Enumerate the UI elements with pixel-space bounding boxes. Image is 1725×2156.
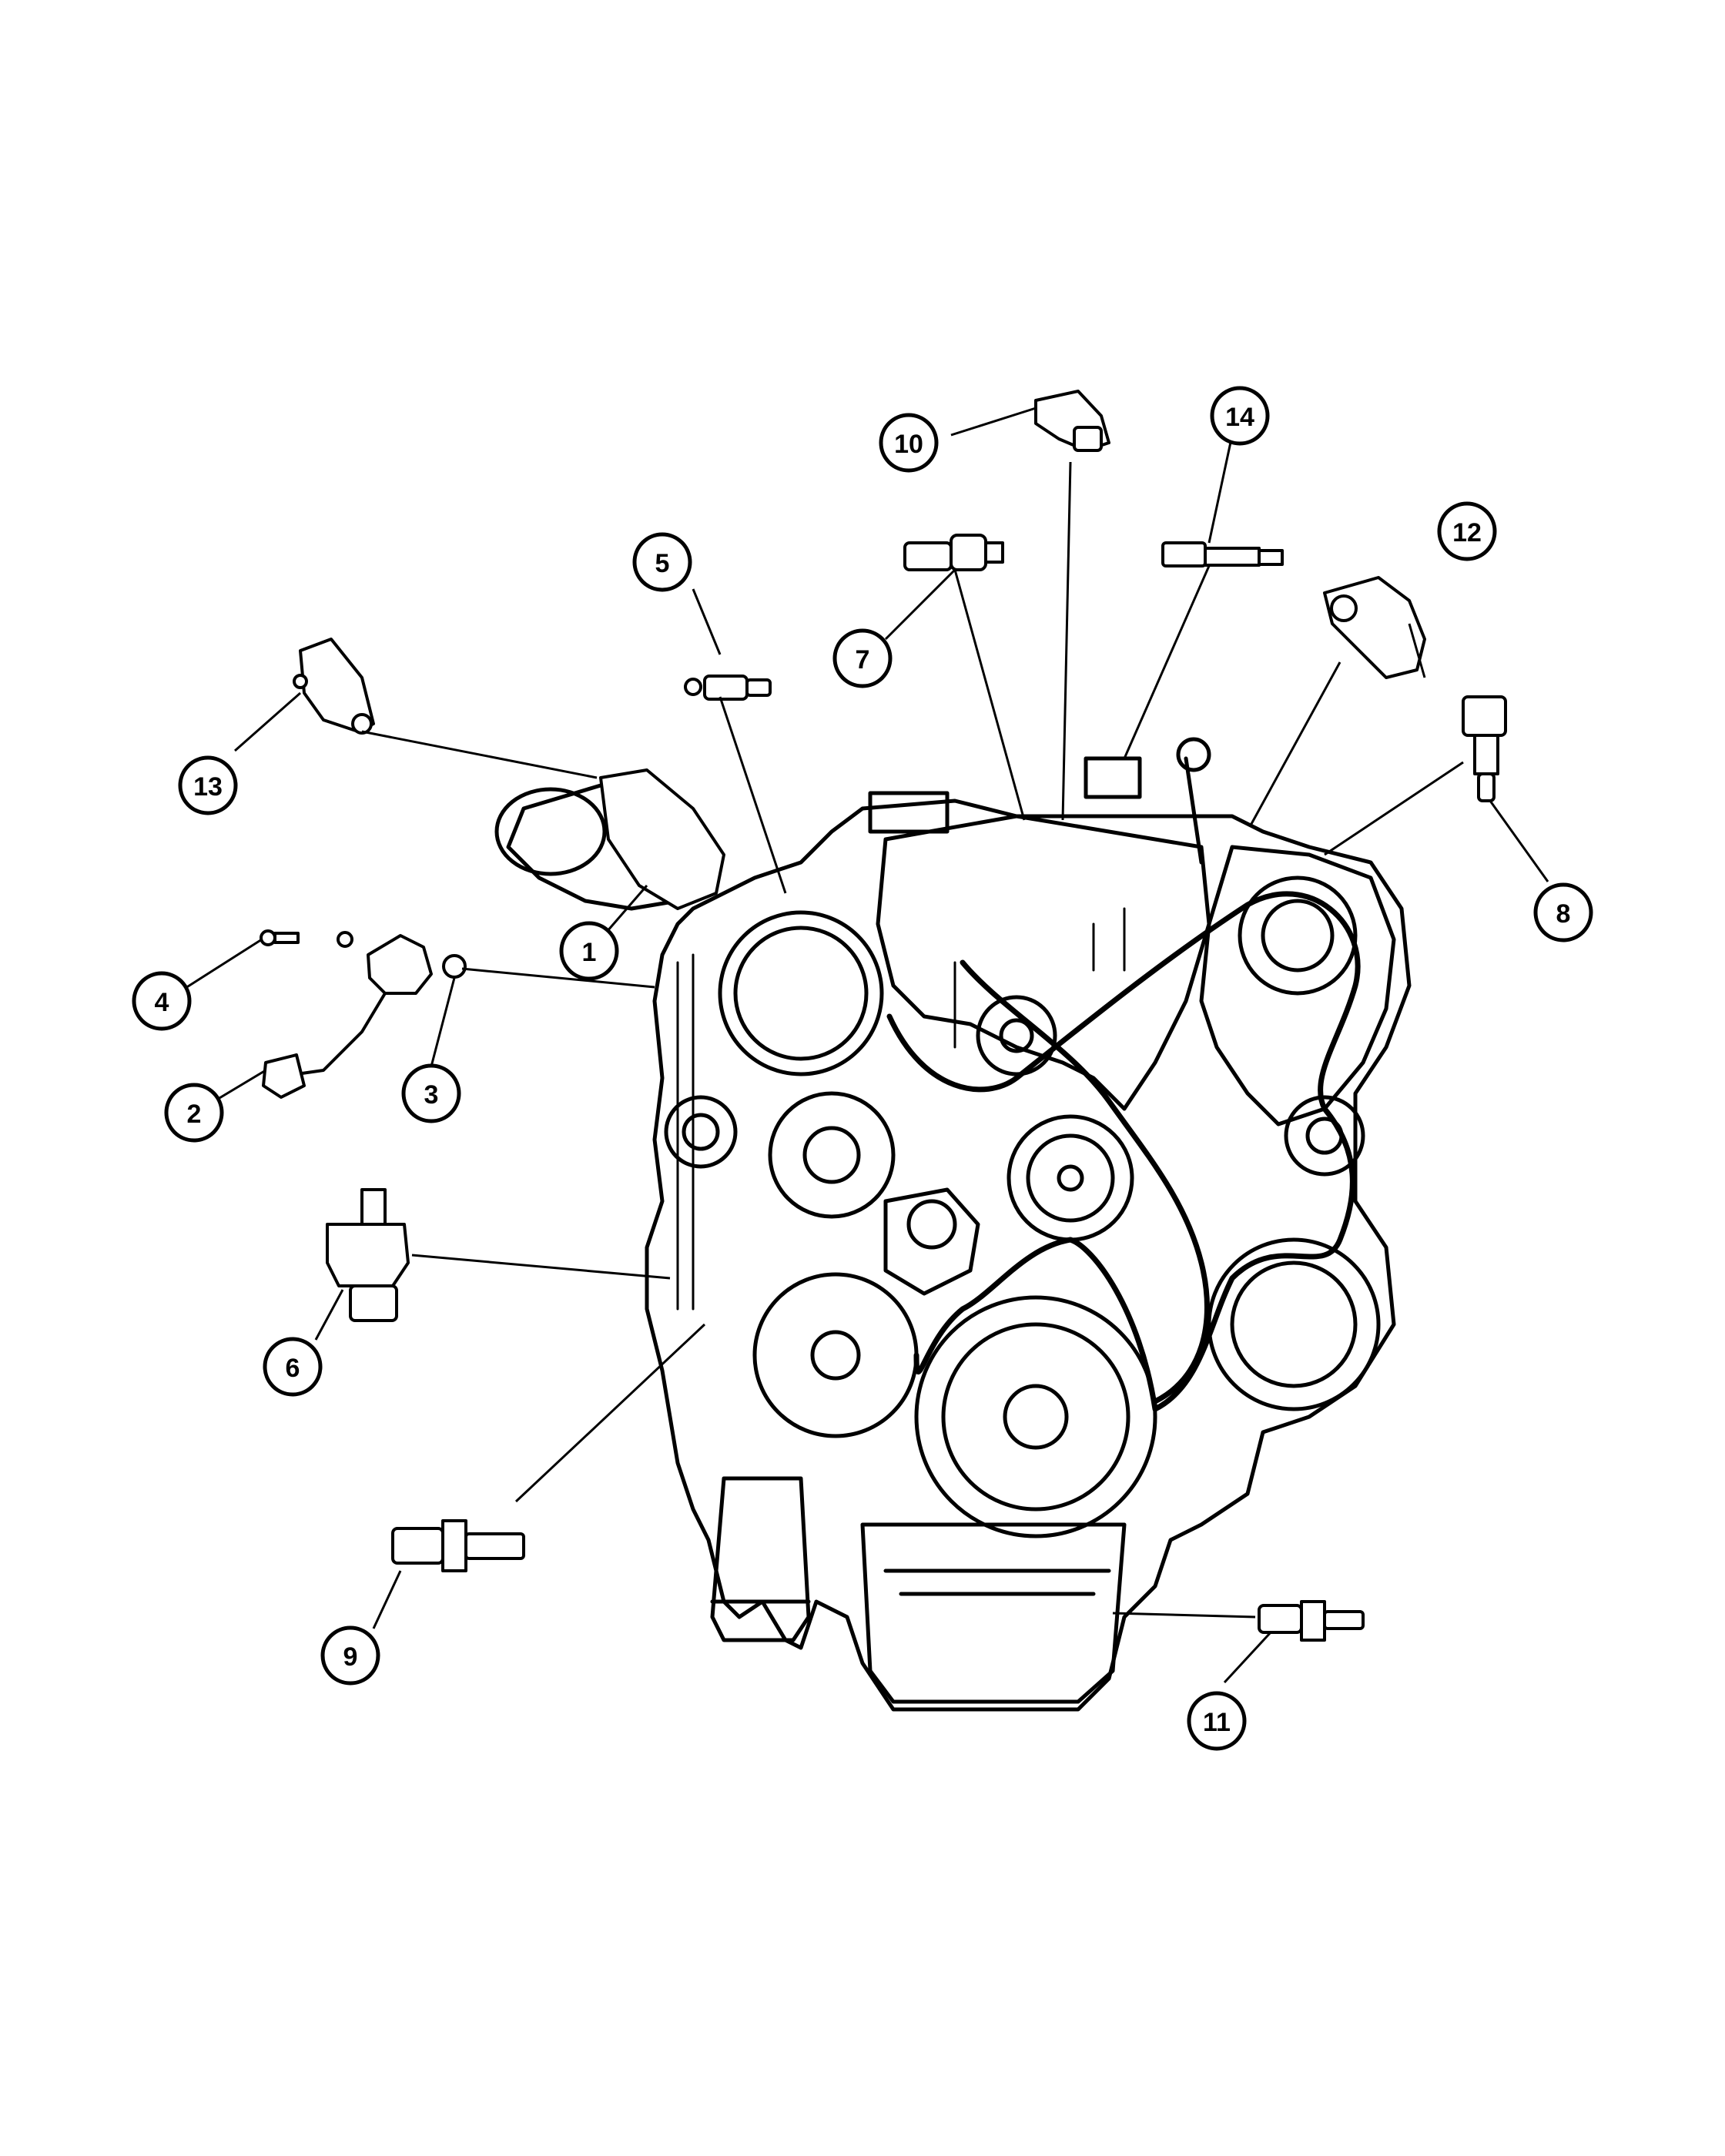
- serpentine-belt: [886, 891, 1361, 1412]
- svg-text:8: 8: [1556, 899, 1571, 929]
- callout-1: 1: [559, 921, 619, 981]
- part-7-sensor: [903, 534, 1004, 571]
- small-left-pulley: [664, 1095, 738, 1169]
- engine-illustration: [494, 737, 1412, 1712]
- callout-10: 10: [879, 413, 939, 473]
- svg-text:14: 14: [1225, 403, 1254, 432]
- callout-9: 9: [320, 1625, 380, 1686]
- part-13-sensor: [293, 638, 375, 735]
- svg-text:4: 4: [155, 988, 169, 1017]
- callout-5: 5: [632, 532, 692, 592]
- engine-block-outline: [645, 798, 1412, 1712]
- svg-text:9: 9: [343, 1642, 358, 1672]
- intake-bracket: [868, 791, 950, 834]
- part-12-sensor: [1323, 576, 1426, 679]
- alternator-pulley: [752, 1272, 919, 1438]
- right-mid-pulley: [1284, 1095, 1365, 1177]
- callout-7: 7: [832, 628, 893, 688]
- callout-4: 4: [132, 971, 192, 1031]
- callout-14: 14: [1210, 386, 1270, 446]
- svg-text:12: 12: [1452, 518, 1482, 547]
- callout-13: 13: [178, 755, 238, 815]
- right-cover: [1199, 845, 1396, 1127]
- ac-compressor-pulley: [1207, 1237, 1381, 1411]
- svg-text:10: 10: [894, 430, 923, 459]
- oil-pan: [860, 1522, 1127, 1704]
- svg-text:5: 5: [655, 549, 670, 578]
- upper-left-pulley: [718, 910, 884, 1076]
- part-10-sensor: [1034, 390, 1110, 452]
- part-1-housing: [599, 768, 725, 910]
- svg-text:1: 1: [582, 938, 597, 967]
- crankshaft-pulley: [914, 1295, 1157, 1538]
- svg-text:3: 3: [424, 1080, 439, 1110]
- svg-text:2: 2: [187, 1100, 202, 1129]
- callout-11: 11: [1187, 1691, 1247, 1751]
- svg-text:11: 11: [1203, 1708, 1231, 1737]
- callout-3: 3: [401, 1063, 461, 1123]
- center-top-pulley: [976, 995, 1057, 1076]
- left-idler: [768, 1091, 896, 1219]
- part-11-sensor: [1258, 1600, 1365, 1642]
- part-9-sensor: [391, 1519, 525, 1572]
- svg-text:6: 6: [286, 1354, 300, 1383]
- part-5-sensor: [684, 675, 772, 701]
- timing-cover: [876, 814, 1211, 1111]
- callout-2: 2: [164, 1083, 224, 1143]
- svg-text:7: 7: [856, 645, 870, 675]
- callout-8: 8: [1533, 882, 1593, 942]
- oil-filter: [710, 1476, 811, 1642]
- callout-12: 12: [1437, 501, 1497, 561]
- part-4-bolt: [260, 929, 353, 948]
- part-8-sensor: [1462, 695, 1507, 802]
- callout-6: 6: [263, 1337, 323, 1397]
- part-14-sensor: [1161, 541, 1284, 567]
- right-upper-pulley: [1238, 875, 1358, 996]
- tensioner-arm: [883, 1187, 980, 1296]
- part-2-cam-sensor: [262, 934, 467, 1099]
- svg-text:13: 13: [193, 772, 223, 802]
- part-6-sensor: [326, 1188, 410, 1322]
